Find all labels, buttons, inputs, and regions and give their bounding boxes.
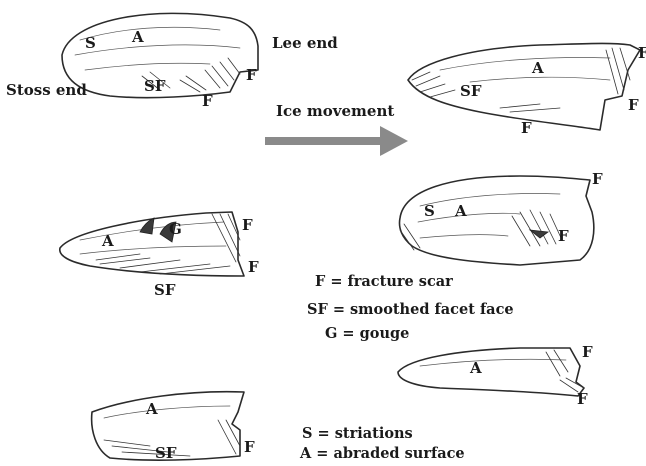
legend-abraded: A = abraded surface: [299, 445, 465, 462]
clast6-label-A: A: [145, 400, 158, 418]
clast-6: A SF F: [92, 392, 255, 462]
clast5-label-A: A: [469, 359, 482, 377]
clast-2: A SF F F F: [408, 43, 646, 137]
ice-movement-label: Ice movement: [276, 102, 394, 120]
clast6-label-SF: SF: [155, 444, 177, 462]
legend-fracture: F = fracture scar: [315, 273, 453, 290]
arrow-shaft: [265, 137, 381, 145]
clast2-label-A: A: [531, 59, 544, 77]
clast3-label-S: S: [424, 202, 435, 220]
clast1-label-F2: F: [202, 92, 213, 110]
clast2-label-SF: SF: [460, 82, 482, 100]
legend-upper: F = fracture scar SF = smoothed facet fa…: [307, 273, 514, 342]
clast5-label-F1: F: [582, 343, 593, 361]
lee-end-label: Lee end: [272, 34, 338, 52]
clast4-label-A: A: [101, 232, 114, 250]
clast6-label-F: F: [244, 438, 255, 456]
ice-movement-arrow: Ice movement: [265, 102, 408, 156]
legend-striations: S = striations: [302, 425, 413, 442]
legend-lower: S = striations A = abraded surface: [299, 425, 465, 462]
clast2-label-F3: F: [638, 44, 646, 62]
arrow-head: [380, 126, 408, 156]
stoss-end-label: Stoss end: [6, 81, 87, 99]
clast2-label-F2: F: [521, 119, 532, 137]
clast1-label-F1: F: [246, 66, 257, 84]
clast1-label-SF: SF: [144, 77, 166, 95]
clast1-label-S: S: [85, 34, 96, 52]
clast3-label-A: A: [454, 202, 467, 220]
clast-5: A F F: [398, 343, 593, 408]
clast-4: A G F F SF: [60, 212, 259, 299]
clast1-label-A: A: [131, 28, 144, 46]
clast4-label-G: G: [169, 220, 182, 238]
clast-3: S A F F: [400, 170, 604, 265]
clast4-label-SF: SF: [154, 281, 176, 299]
legend-gouge: G = gouge: [325, 325, 409, 342]
legend-facet: SF = smoothed facet face: [307, 301, 514, 318]
clast2-label-F1: F: [628, 96, 639, 114]
clast5-label-F2: F: [577, 390, 588, 408]
clast3-label-F2: F: [592, 170, 603, 188]
clast4-label-F2: F: [248, 258, 259, 276]
clast-1: S A SF F F Stoss end Lee end: [6, 13, 338, 110]
clast3-label-F1: F: [558, 227, 569, 245]
clast4-label-F1: F: [242, 216, 253, 234]
